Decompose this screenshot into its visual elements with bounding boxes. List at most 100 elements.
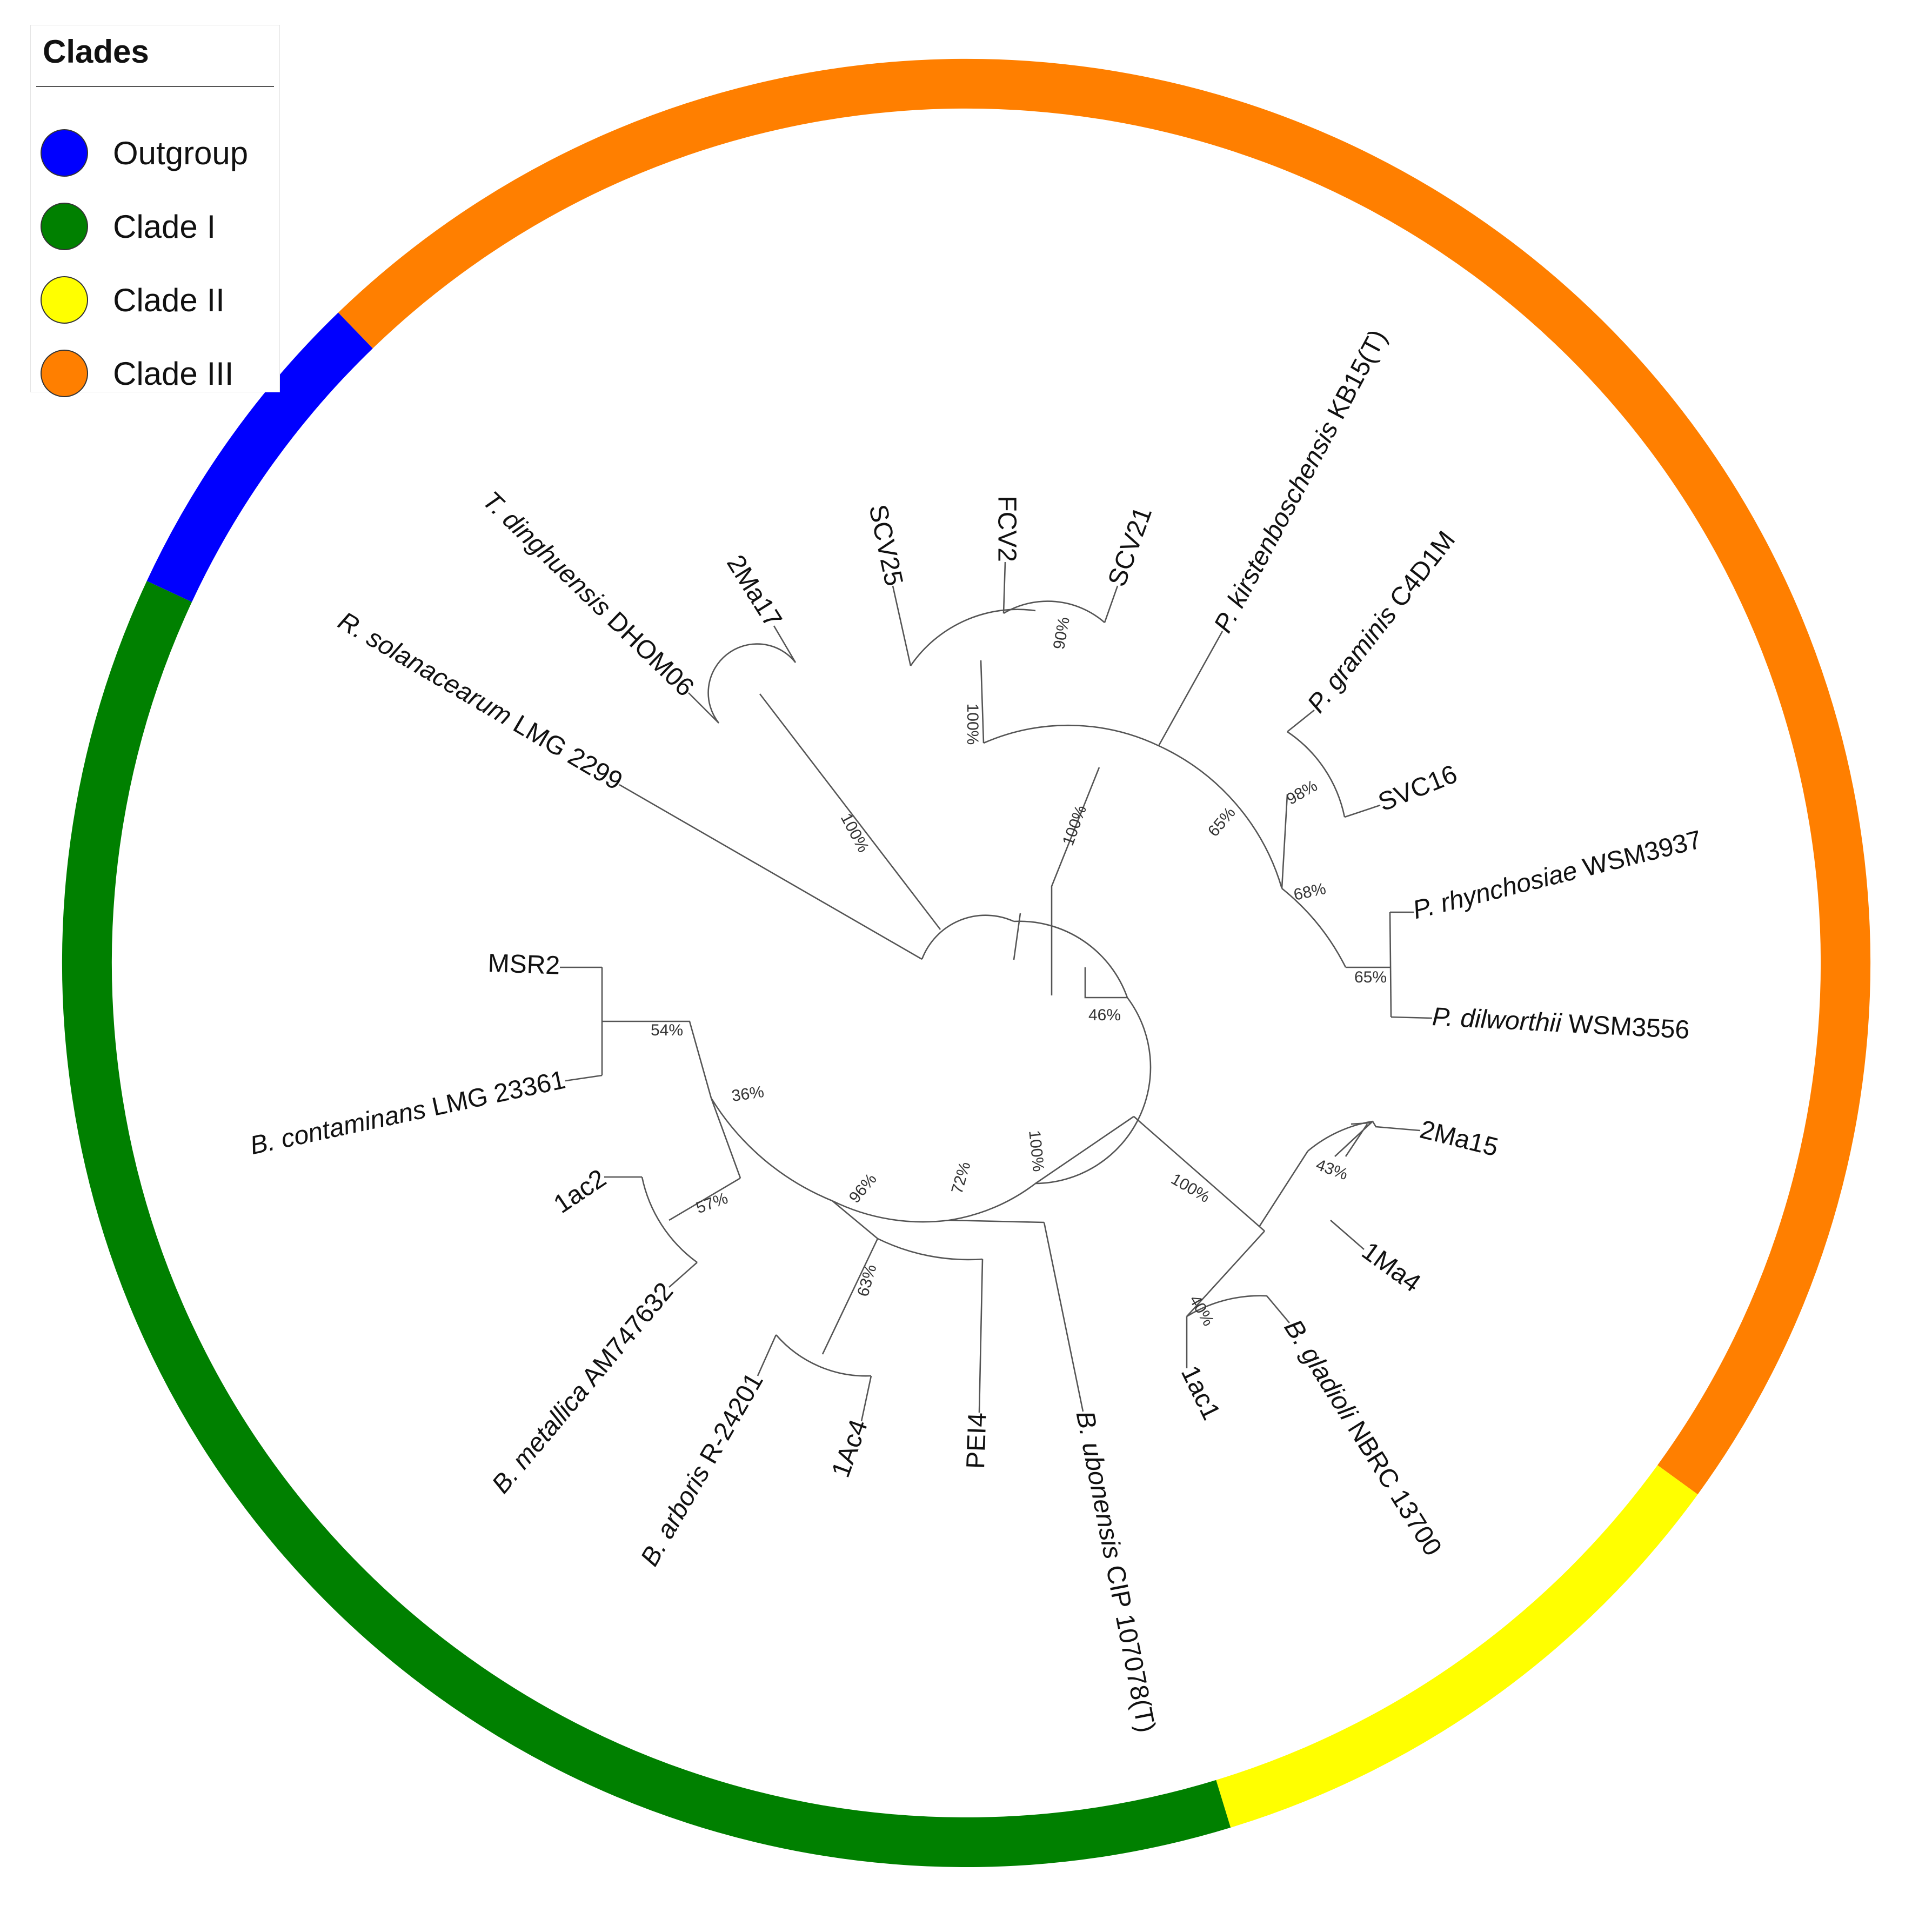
label-r-solanacearum: R. solanacearum LMG 2299: [333, 606, 627, 795]
label-scv25: SCV25: [863, 502, 908, 588]
bootstrap-98-graminis: 98%: [1283, 777, 1321, 808]
branch-r-solanacearum: [619, 784, 922, 960]
branch-63-stem: [821, 1238, 879, 1355]
branch-36-arc: [710, 1098, 833, 1202]
ring-segment-clade-i: [62, 581, 1231, 1867]
branch-pei4-arc: [877, 1238, 983, 1261]
branch-72-stem: [948, 1219, 1045, 1223]
legend-swatch-clade-iii: [41, 350, 88, 397]
bootstrap-40: 40%: [1186, 1292, 1218, 1329]
clade-ring: [62, 58, 1871, 1867]
label-fcv2: FCV2: [992, 496, 1021, 562]
label-svc16: SVC16: [1374, 760, 1461, 817]
branch-2ma15-leaf: [1372, 1121, 1421, 1132]
label-2ma17: 2Ma17: [721, 550, 787, 633]
branch-43-node: [1351, 1121, 1372, 1125]
branch-1ac4: [860, 1375, 872, 1422]
branch-fcv2: [1002, 561, 1006, 614]
label-p-kirstenboschensis: P. kirstenboschensis KB15(T): [1208, 325, 1393, 637]
label-b-ubonensis: B. ubonensis CIP 107078(T): [1071, 1408, 1161, 1735]
legend-swatch-outgroup: [41, 129, 88, 177]
branch-96-node: [832, 1200, 878, 1239]
branch-svc16: [1344, 804, 1381, 818]
legend-swatch-clade-i: [41, 203, 88, 250]
branch-ubonensis: [1043, 1222, 1084, 1412]
branch-clade-iii-arc: [983, 724, 1159, 747]
legend-item-clade-ii: Clade II: [41, 274, 225, 326]
label-1ac1: 1ac1: [1175, 1361, 1226, 1425]
branch-gladioli: [1266, 1295, 1290, 1323]
branch-57-arc: [641, 1176, 698, 1263]
tree-branches: [560, 561, 1433, 1422]
bootstrap-65-rhynchosiae: 65%: [1354, 968, 1387, 986]
branch-gladioli-arc: [1133, 1116, 1265, 1232]
ring-segment-outgroup: [146, 312, 373, 602]
bootstrap-96: 96%: [846, 1170, 880, 1206]
bootstrap-43: 43%: [1314, 1156, 1351, 1184]
branch-p-clade-arc: [1158, 745, 1283, 889]
label-1ma4: 1Ma4: [1356, 1236, 1426, 1298]
label-t-dinghuensis: T. dinghuensis DHOM06: [477, 486, 700, 702]
branch-pei4: [978, 1259, 984, 1413]
branch-90-node: [1003, 600, 1105, 623]
bootstrap-46: 46%: [1088, 1006, 1121, 1024]
branch-root-left: [921, 914, 1014, 960]
bootstrap-57: 57%: [694, 1189, 731, 1218]
label-pei4: PEI4: [961, 1412, 992, 1469]
label-b-contaminans: B. contaminans LMG 23361: [248, 1065, 568, 1160]
label-b-arboris: B. arboris R-24201: [635, 1368, 768, 1570]
branch-2ma17-clade: [759, 693, 941, 930]
branch-scv25: [892, 585, 912, 666]
branch-burk-arc-lower: [948, 1182, 1036, 1221]
legend-title: Clades: [43, 34, 149, 70]
branch-98-stem: [1281, 794, 1288, 889]
branch-root-stub: [1013, 913, 1021, 960]
branch-100-right: [1035, 1115, 1134, 1185]
branch-dilworthii: [1390, 1016, 1433, 1019]
label-b-metallica: B. metallica AM747632: [486, 1277, 679, 1499]
legend-swatch-clade-ii: [41, 276, 88, 324]
legend-label-clade-i: Clade I: [113, 208, 216, 245]
bootstrap-90-fcv2-scv21: 90%: [1050, 616, 1073, 651]
branch-arboris: [757, 1334, 777, 1376]
branch-63-arc: [776, 1334, 872, 1377]
bootstrap-100-burkholderia: 100%: [1025, 1129, 1047, 1173]
branch-43-stem: [1258, 1151, 1309, 1227]
clade-legend: Clades Outgroup Clade I Clade II Clade I…: [30, 25, 280, 397]
branch-scv21: [1104, 585, 1119, 623]
branch-68-node: [1281, 887, 1347, 968]
branch-57-stem: [668, 1177, 741, 1221]
branch-scv-clade: [980, 660, 985, 744]
branch-clade-iii-stem: [1051, 767, 1100, 995]
branch-contaminans: [565, 1074, 603, 1082]
branch-t-dinghuensis: [688, 692, 719, 724]
label-p-rhynchosiae: P. rhynchosiae WSM3937: [1410, 825, 1704, 925]
branch-54-node: [602, 1020, 712, 1099]
legend-divider: [36, 86, 274, 87]
branch-40-node: [1186, 1295, 1267, 1318]
branch-kirstenboschensis: [1158, 631, 1224, 746]
branch-72-arc: [832, 1200, 950, 1223]
bootstrap-100-clade-iii: 100%: [1059, 803, 1090, 848]
legend-label-outgroup: Outgroup: [113, 135, 249, 171]
label-1ac4: 1Ac4: [826, 1416, 873, 1481]
branch-1ma4: [1330, 1220, 1365, 1250]
legend-item-outgroup: Outgroup: [41, 127, 248, 179]
bootstrap-68: 68%: [1292, 880, 1328, 904]
branch-36-stem: [710, 1098, 741, 1179]
bootstrap-72: 72%: [948, 1160, 974, 1196]
branch-98-node: [1287, 731, 1346, 818]
label-p-graminis: P. graminis C4D1M: [1302, 526, 1461, 718]
branch-65-node: [1389, 912, 1392, 1018]
branch-2ma15: [1334, 1121, 1373, 1157]
branch-43-arc: [1307, 1120, 1373, 1152]
branch-t-dinghuensis-join: [707, 643, 797, 724]
branch-2ma17: [773, 625, 797, 663]
legend-label-clade-ii: Clade II: [113, 282, 225, 318]
branch-scv-arc: [910, 608, 1036, 666]
legend-item-clade-i: Clade I: [41, 200, 216, 252]
branch-metallica: [668, 1262, 698, 1288]
